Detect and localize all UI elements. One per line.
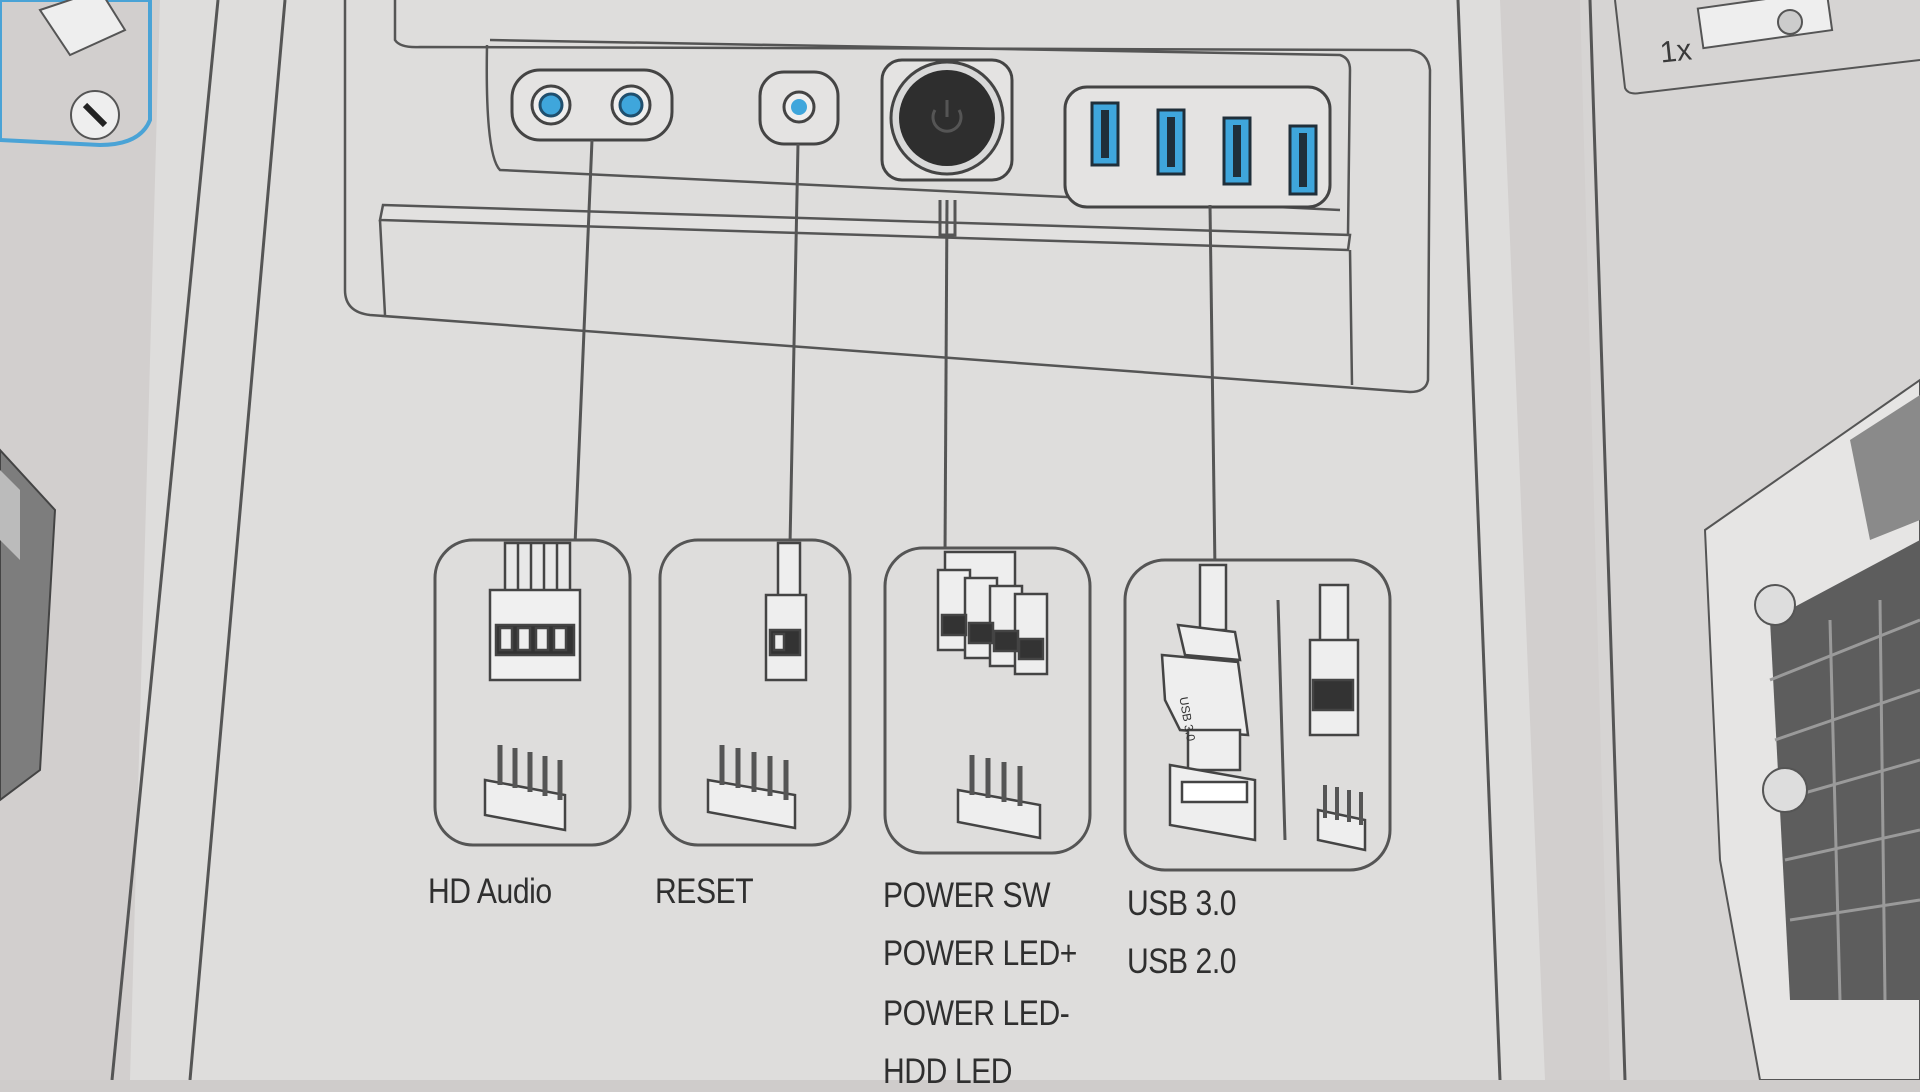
reset-button-icon bbox=[758, 70, 840, 146]
label-hd-audio: HD Audio bbox=[428, 872, 552, 911]
connector-reset-box bbox=[658, 538, 852, 847]
connector-usb-box: USB 3.0 bbox=[1123, 558, 1392, 872]
power-button-icon bbox=[880, 58, 1014, 182]
case-side-illustration bbox=[0, 448, 57, 802]
next-step-illustration bbox=[1614, 0, 1920, 95]
label-usb3: USB 3.0 bbox=[1127, 884, 1237, 923]
hd-audio-jack-icon bbox=[510, 68, 674, 142]
label-power-led-minus: POWER LED- bbox=[883, 994, 1070, 1033]
label-usb2: USB 2.0 bbox=[1127, 942, 1237, 981]
connector-hd-audio-box bbox=[433, 538, 632, 847]
quantity-label: 1x bbox=[1658, 33, 1694, 70]
usb-port-icon bbox=[1063, 85, 1332, 209]
case-interior-illustration bbox=[1703, 378, 1920, 1080]
label-power-sw: POWER SW bbox=[883, 876, 1051, 915]
connector-power-box bbox=[883, 546, 1092, 855]
page-frame bbox=[110, 0, 1627, 1080]
front-panel bbox=[343, 0, 1432, 394]
cables bbox=[573, 139, 1217, 571]
label-reset: RESET bbox=[655, 872, 754, 911]
prev-step-illustration bbox=[0, 0, 152, 148]
label-hdd-led: HDD LED bbox=[883, 1052, 1013, 1091]
label-power-led-plus: POWER LED+ bbox=[883, 934, 1077, 973]
